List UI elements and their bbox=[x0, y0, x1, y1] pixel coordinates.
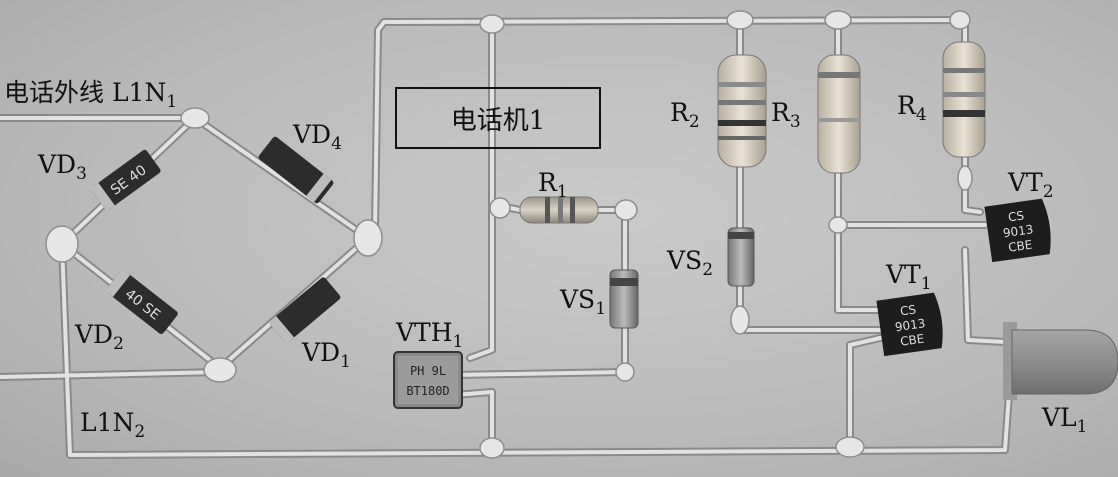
label-r2-sub: 2 bbox=[688, 112, 700, 132]
label-vt1: VT1 bbox=[886, 262, 932, 293]
label-vd2-text: VD bbox=[75, 320, 114, 349]
label-vd4-text: VD bbox=[293, 120, 332, 149]
label-vs1: VS1 bbox=[560, 287, 606, 318]
label-r3-text: R bbox=[771, 98, 790, 127]
label-vs1-sub: 1 bbox=[595, 299, 607, 319]
label-vl1-sub: 1 bbox=[1076, 417, 1088, 437]
label-vth1-text: VTH bbox=[396, 318, 453, 347]
solder-joints bbox=[45, 10, 973, 459]
label-vth1: VTH1 bbox=[396, 320, 463, 351]
label-r1-text: R bbox=[538, 168, 557, 197]
resistor-r2 bbox=[717, 54, 767, 168]
vt1-marking-2: 9013 bbox=[894, 316, 926, 334]
label-vs1-text: VS bbox=[560, 285, 596, 314]
vt1-marking-3: CBE bbox=[899, 332, 925, 349]
label-l1n2: L1N2 bbox=[80, 410, 145, 441]
vth1-marking-1: PH 9L bbox=[410, 364, 446, 378]
zener-vs2 bbox=[727, 227, 755, 287]
label-r1: R1 bbox=[538, 170, 568, 201]
phone-box-label: 电话机1 bbox=[450, 105, 546, 136]
label-l1n2-sub: 2 bbox=[134, 422, 146, 442]
vt2-marking-2: 9013 bbox=[1002, 222, 1034, 240]
label-vd4-sub: 4 bbox=[331, 134, 342, 154]
led-vl1 bbox=[1003, 322, 1118, 400]
label-vd1-text: VD bbox=[302, 338, 341, 367]
label-r4: R4 bbox=[897, 93, 927, 124]
vth1-marking-2: BT180D bbox=[406, 384, 449, 398]
resistor-r3 bbox=[817, 54, 861, 174]
label-r2-text: R bbox=[670, 98, 689, 127]
label-vt2-text: VT bbox=[1008, 168, 1043, 197]
label-vs2-sub: 2 bbox=[702, 260, 714, 280]
label-vl1-text: VL bbox=[1042, 403, 1077, 432]
label-vd3: VD3 bbox=[38, 152, 87, 183]
label-vs2-text: VS bbox=[667, 246, 703, 275]
vt2-marking-1: CS bbox=[1007, 208, 1025, 224]
label-vd2: VD2 bbox=[75, 322, 124, 353]
label-l1n2-text: L1N bbox=[80, 408, 135, 437]
vt1-marking-1: CS bbox=[899, 302, 917, 318]
label-vl1: VL1 bbox=[1042, 405, 1087, 436]
label-line-l1n1-sub: 1 bbox=[166, 92, 178, 112]
diode-vd4 bbox=[258, 136, 334, 204]
label-r4-text: R bbox=[897, 91, 916, 120]
label-vd3-text: VD bbox=[38, 150, 77, 179]
label-vs2: VS2 bbox=[667, 248, 713, 279]
diode-vd1 bbox=[268, 277, 341, 344]
vt2-marking-3: CBE bbox=[1007, 238, 1033, 255]
label-vd1: VD1 bbox=[302, 340, 351, 371]
label-vd2-sub: 2 bbox=[113, 334, 124, 354]
phone-box: 电话机1 bbox=[395, 87, 601, 149]
label-vt1-text: VT bbox=[886, 260, 921, 289]
label-r1-sub: 1 bbox=[556, 182, 568, 202]
thyristor-vth1: PH 9L BT180D bbox=[393, 351, 463, 409]
label-line-l1n1: 电话外线 L1N1 bbox=[4, 80, 177, 111]
resistor-r4 bbox=[942, 41, 986, 158]
label-r2: R2 bbox=[670, 100, 700, 131]
label-vt2-sub: 2 bbox=[1042, 182, 1054, 202]
label-r3: R3 bbox=[771, 100, 801, 131]
label-vt2: VT2 bbox=[1008, 170, 1054, 201]
transistor-vt1: CS 9013 CBE bbox=[876, 292, 943, 357]
label-r3-sub: 3 bbox=[789, 112, 801, 132]
label-r4-sub: 4 bbox=[915, 105, 927, 125]
label-vd4: VD4 bbox=[293, 122, 342, 153]
diode-vd3: SE 40 bbox=[90, 149, 161, 212]
label-vth1-sub: 1 bbox=[452, 332, 464, 352]
zener-vs1 bbox=[609, 269, 639, 329]
label-vt1-sub: 1 bbox=[920, 274, 932, 294]
transistor-vt2: CS 9013 CBE bbox=[984, 198, 1051, 263]
label-vd3-sub: 3 bbox=[76, 164, 87, 184]
label-line-l1n1-text: 电话外线 L1N bbox=[4, 78, 167, 107]
resistor-r1 bbox=[519, 196, 599, 224]
label-vd1-sub: 1 bbox=[340, 352, 351, 372]
